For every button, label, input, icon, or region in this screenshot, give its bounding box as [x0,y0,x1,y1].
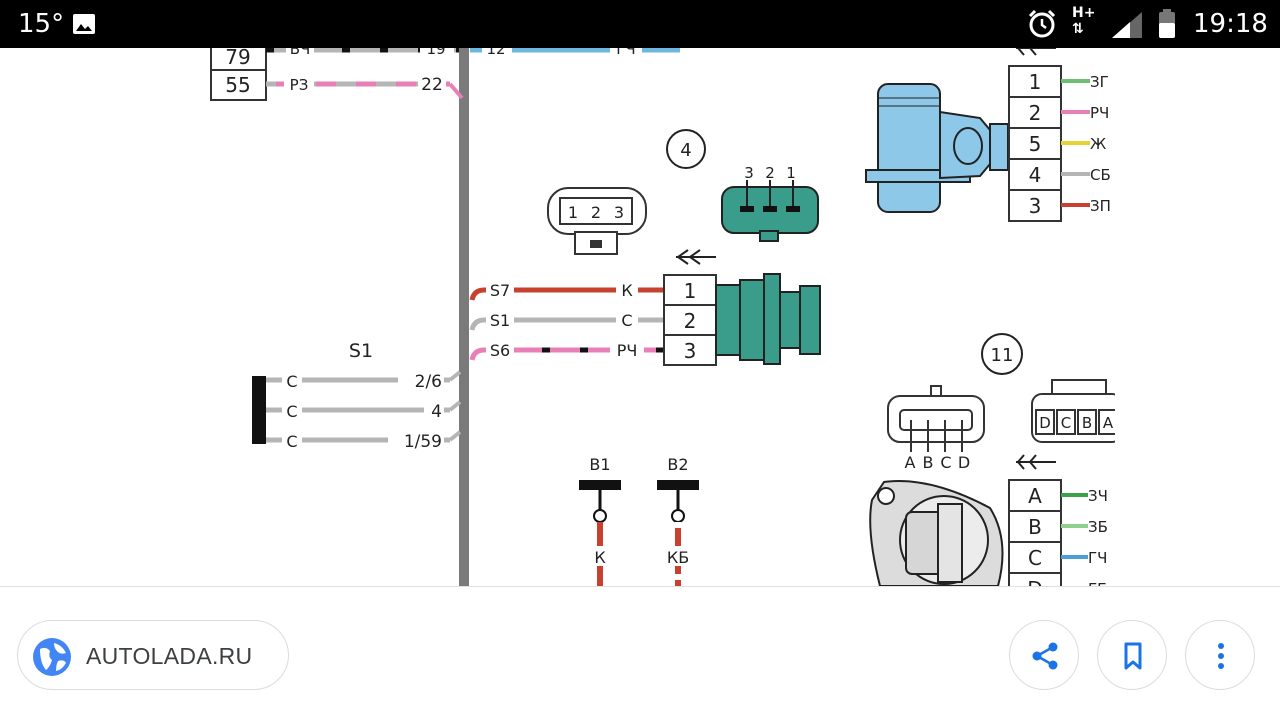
share-button[interactable] [1009,620,1079,690]
mid-row-code-s: С [621,311,632,330]
maf-wire-5: Ж [1090,135,1106,153]
wiring-diagram: 79 55 РЗ 22 БЧ 19 12 ГЧ 4 1 2 3 [210,48,1280,586]
bookmark-button[interactable] [1097,620,1167,690]
bottom-bar: AUTOLADA.RU [0,587,1280,720]
signal-icon [1110,10,1144,45]
splice-row-1-end: 2/6 [415,372,442,392]
face-pin-a: A [1103,414,1114,432]
mid-row-from-s1: S1 [490,311,510,330]
wire-code-gch: ГЧ [616,48,635,58]
callout-4: 4 [680,140,691,161]
sensor-row-wire-d: ГБ [1088,580,1107,586]
sensor-row-wire-b: ЗБ [1088,518,1108,536]
maf-wire-3: ЗП [1090,197,1111,215]
splice-row-1-code: С [286,372,297,391]
source-link-chip[interactable]: AUTOLADA.RU [17,620,289,690]
mid-pin-1: 1 [684,279,697,303]
sensor-pin-b: B [923,453,934,472]
mid-row-from-s7: S7 [490,281,510,300]
clock: 19:18 [1193,9,1268,39]
sensor-row-pin-c: C [1028,546,1042,570]
maf-wire-2: РЧ [1090,104,1109,122]
sensor-pin-d: D [958,453,970,472]
small-connector-pin-3: 3 [614,203,624,222]
pin-79: 79 [225,48,250,69]
face-pin-c: C [1061,414,1071,432]
image-viewer[interactable]: 79 55 РЗ 22 БЧ 19 12 ГЧ 4 1 2 3 [0,48,1280,586]
wire-code-bch: БЧ [290,48,311,58]
maf-pin-2: 2 [1029,101,1042,125]
splice-row-3-end: 1/59 [404,432,442,452]
more-options-button[interactable] [1185,620,1255,690]
mid-row-code-k: К [621,281,633,300]
green-connector-pin-2: 2 [765,164,775,182]
sensor-row-pin-d: D [1027,577,1042,586]
green-connector-pin-1: 1 [786,164,796,182]
pin-12: 12 [486,48,505,58]
ground-b1-wire: К [594,548,606,567]
pin-55: 55 [225,73,250,97]
green-connector-pin-3: 3 [744,164,754,182]
source-label: AUTOLADA.RU [86,643,253,669]
status-bar: 15° H+ ⇅ 19:18 [0,0,1280,48]
mid-row-code-rch: РЧ [617,341,638,360]
sensor-row-pin-a: A [1028,484,1042,508]
ground-b2-label: В2 [667,455,688,474]
image-icon [72,12,96,41]
face-pin-b: B [1082,414,1092,432]
small-connector-pin-1: 1 [568,203,578,222]
sensor-pin-c: C [940,453,951,472]
splice-row-2-end: 4 [431,402,442,422]
wire-code-rz: РЗ [290,76,309,94]
sensor-pin-a: A [905,453,916,472]
maf-pin-5: 5 [1029,132,1042,156]
callout-11: 11 [991,345,1014,366]
mid-pin-2: 2 [684,309,697,333]
small-connector-pin-2: 2 [591,203,601,222]
wire-end-19: 19 [426,48,445,58]
splice-row-3-code: С [286,432,297,451]
sensor-row-pin-b: B [1028,515,1042,539]
network-type: H+ [1072,5,1096,21]
face-pin-d: D [1039,414,1051,432]
ground-b2-wire: КБ [667,548,689,567]
sensor-row-wire-c: ГЧ [1088,549,1107,567]
divider [0,586,1280,587]
maf-pin-3: 3 [1029,194,1042,218]
maf-pin-1: 1 [1029,70,1042,94]
sensor-row-wire-a: ЗЧ [1088,487,1108,505]
mid-pin-3: 3 [684,339,697,363]
maf-wire-4: СБ [1090,166,1111,184]
mid-row-from-s6: S6 [490,341,510,360]
ground-b1-label: В1 [589,455,610,474]
maf-wire-1: ЗГ [1090,73,1109,91]
splice-row-2-code: С [286,402,297,421]
battery-icon [1158,9,1176,44]
data-arrows-icon: ⇅ [1072,21,1084,37]
temperature: 15° [18,9,65,39]
wire-end-22: 22 [421,75,443,95]
maf-pin-4: 4 [1029,163,1042,187]
splice-label: S1 [349,340,373,362]
alarm-icon [1026,8,1058,45]
globe-icon [32,637,72,682]
